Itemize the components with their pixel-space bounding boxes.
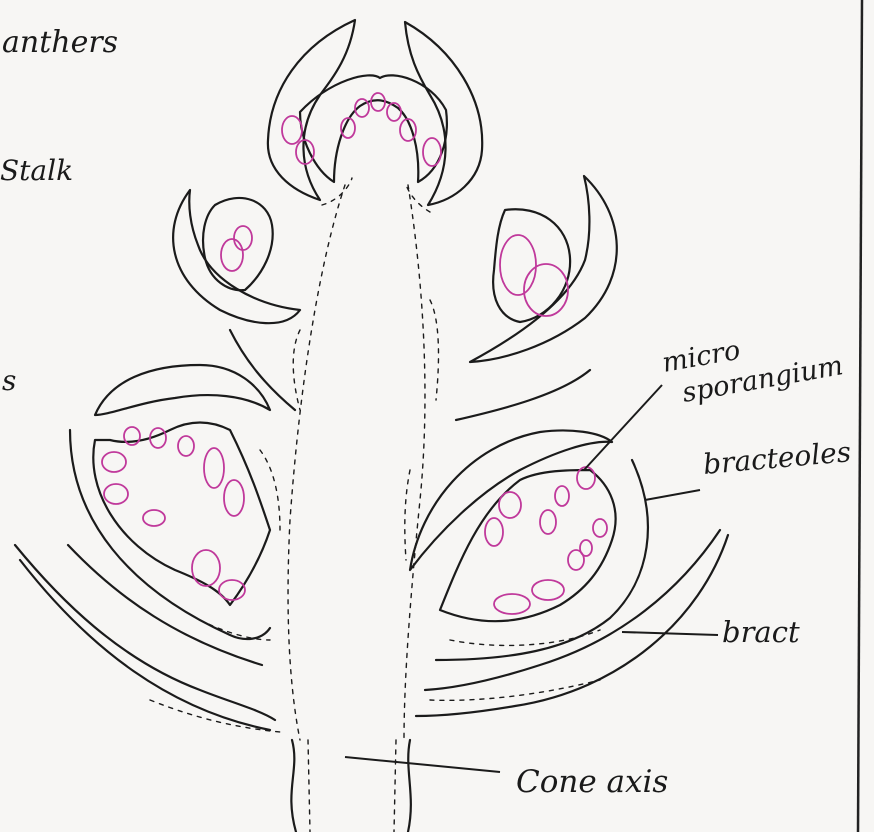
sporangium-cell bbox=[532, 580, 564, 600]
sporangium-cell bbox=[494, 594, 530, 614]
leader-microsporangium bbox=[584, 385, 662, 470]
sporangium-cell bbox=[102, 452, 126, 472]
upper-left-bracts bbox=[173, 190, 300, 410]
sporangium-cell bbox=[500, 235, 536, 295]
label-stalk: Stalk bbox=[0, 154, 73, 187]
sporangium-cell bbox=[423, 138, 441, 166]
sporangium-cell bbox=[221, 239, 243, 271]
sporangium-cell bbox=[485, 518, 503, 546]
lower-left-bracts bbox=[15, 365, 280, 732]
top-bracts bbox=[268, 20, 482, 212]
label-partial-s: s bbox=[2, 364, 16, 397]
sporangium-cell bbox=[540, 510, 556, 534]
sporangium-cell bbox=[524, 264, 568, 316]
sporangium-cell bbox=[204, 448, 224, 488]
lower-right-bracts bbox=[405, 430, 728, 716]
cone-axis-stem bbox=[291, 740, 410, 832]
lower-right-sporangia bbox=[485, 467, 607, 614]
label-anthers: anthers bbox=[2, 25, 118, 60]
sporangium-cell bbox=[143, 510, 165, 526]
lower-left-sporangia bbox=[102, 427, 245, 600]
label-bract: bract bbox=[722, 615, 800, 649]
upper-right-bracts bbox=[430, 176, 617, 420]
leader-bracteoles bbox=[645, 490, 700, 500]
leader-bract bbox=[622, 632, 718, 635]
sporangium-cell bbox=[224, 480, 244, 516]
sporangium-cell bbox=[282, 116, 302, 144]
central-axis bbox=[288, 185, 425, 740]
sporangium-cell bbox=[234, 226, 252, 250]
sporangium-cell bbox=[192, 550, 220, 586]
sporangium-cell bbox=[499, 492, 521, 518]
sporangium-cell bbox=[178, 436, 194, 456]
label-cone-axis: Cone axis bbox=[516, 764, 668, 800]
leader-cone-axis bbox=[345, 757, 500, 772]
sporangium-cell bbox=[555, 486, 569, 506]
sporangium-cell bbox=[580, 540, 592, 556]
sporangium-cell bbox=[593, 519, 607, 537]
label-bracteoles: bracteoles bbox=[702, 435, 853, 481]
sporangium-cell bbox=[104, 484, 128, 504]
page-margin-line bbox=[858, 0, 862, 832]
